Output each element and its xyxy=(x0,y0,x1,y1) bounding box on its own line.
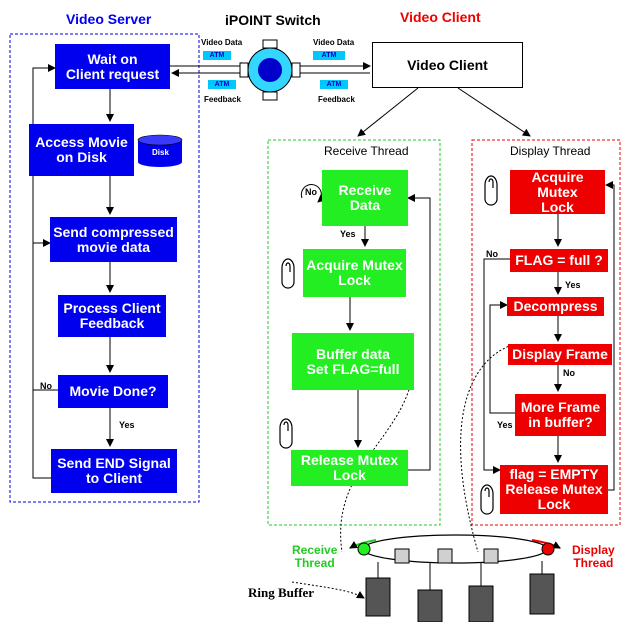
buffer-slot xyxy=(437,548,453,564)
display-acquire-mutex-step: Acquire Mutex Lock xyxy=(510,169,605,214)
receive-acquire-mutex-step: Acquire Mutex Lock xyxy=(303,249,406,297)
ring-buffer-label: Ring Buffer xyxy=(248,585,315,600)
display-no-label-2: No xyxy=(563,368,575,378)
feedback-label-left: Feedback xyxy=(204,95,241,104)
wait-client-request-step: Wait on Client request xyxy=(55,44,170,89)
atm-cell-top-left: ATM xyxy=(203,51,231,60)
server-yes-label: Yes xyxy=(119,420,135,430)
access-movie-step: Access Movie on Disk xyxy=(29,124,134,176)
release-mutex-step: Release Mutex Lock xyxy=(291,450,408,486)
video-data-label-right: Video Data xyxy=(313,38,355,47)
display-yes-label-2: Yes xyxy=(497,420,513,430)
flag-full-decision: FLAG = full ? xyxy=(510,249,608,272)
feedback-label-right: Feedback xyxy=(318,95,355,104)
receive-no-label: No xyxy=(305,187,317,197)
video-client-box: Video Client xyxy=(372,42,523,88)
server-title: Video Server xyxy=(66,11,152,27)
atm-cell-bottom-left: ATM xyxy=(208,80,236,89)
receive-yes-label: Yes xyxy=(340,229,356,239)
atm-cell-top-right: ATM xyxy=(313,51,345,60)
receive-frame xyxy=(267,139,441,526)
lock-icon xyxy=(484,175,498,206)
display-thread-title: Display Thread xyxy=(510,144,591,158)
buffer-slot xyxy=(483,548,499,564)
receive-thread-marker-label: Receive Thread xyxy=(292,543,338,570)
buffer-frame xyxy=(468,585,494,622)
ipoint-switch-icon xyxy=(239,39,301,101)
decompress-step: Decompress xyxy=(507,297,604,316)
disk-label: Disk xyxy=(152,148,169,157)
display-yes-label: Yes xyxy=(565,280,581,290)
receive-data-step: Receive Data xyxy=(322,170,408,226)
receive-thread-title: Receive Thread xyxy=(324,144,409,158)
display-thread-marker-label: Display Thread xyxy=(572,543,615,570)
display-frame-step: Display Frame xyxy=(508,344,612,365)
atm-cell-bottom-right: ATM xyxy=(320,80,348,89)
more-frame-decision: More Frame in buffer? xyxy=(515,394,606,436)
server-no-label: No xyxy=(40,381,52,391)
lock-icon xyxy=(281,258,295,289)
movie-done-decision: Movie Done? xyxy=(58,375,168,408)
lock-icon xyxy=(279,418,293,449)
display-frame xyxy=(471,139,621,526)
ring-buffer-diagram xyxy=(349,534,561,622)
client-title: Video Client xyxy=(400,9,481,25)
display-no-label: No xyxy=(486,249,498,259)
buffer-frame xyxy=(417,589,443,622)
send-movie-data-step: Send compressed movie data xyxy=(50,217,177,262)
buffer-frame xyxy=(529,573,555,615)
video-data-label-left: Video Data xyxy=(201,38,243,47)
send-end-signal-step: Send END Signal to Client xyxy=(51,449,177,493)
server-frame xyxy=(9,33,200,503)
lock-icon xyxy=(480,484,494,515)
buffer-slot xyxy=(394,548,410,564)
buffer-frame xyxy=(365,577,391,617)
flag-empty-release-step: flag = EMPTY Release Mutex Lock xyxy=(500,465,608,514)
switch-title: iPOINT Switch xyxy=(225,12,321,28)
process-feedback-step: Process Client Feedback xyxy=(58,295,166,337)
disk-icon xyxy=(137,134,183,167)
buffer-data-step: Buffer data Set FLAG=full xyxy=(292,333,414,390)
